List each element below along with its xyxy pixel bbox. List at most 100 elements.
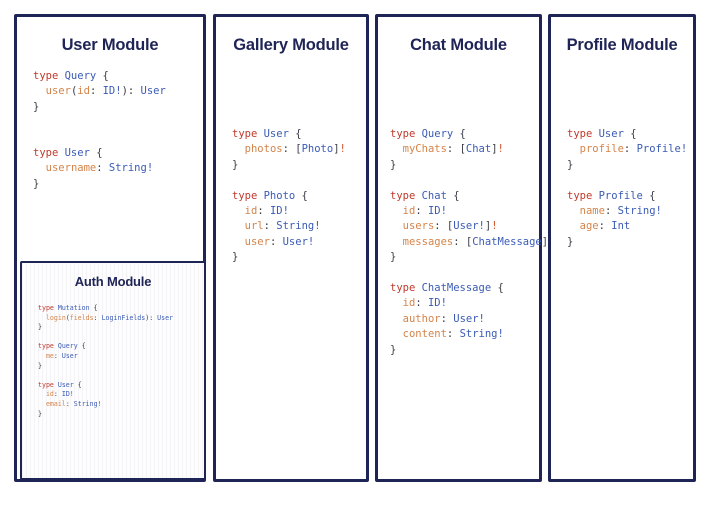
code-token: : — [623, 143, 637, 156]
code-token: age — [579, 220, 599, 233]
code-token: ] — [333, 143, 340, 156]
code-token: User — [57, 380, 74, 389]
code-token: : — [604, 205, 618, 218]
code-token: String! — [73, 399, 102, 408]
code-token: ID! — [102, 85, 122, 98]
code-token: type — [567, 128, 599, 140]
code-token — [232, 205, 245, 217]
code-token: type — [38, 304, 58, 312]
code-token: { — [89, 304, 98, 312]
code-line: type User { — [33, 146, 203, 161]
code-token: messages — [402, 235, 454, 248]
code-line: login(fields: LoginFields): User — [38, 314, 204, 324]
code-token: username — [45, 162, 97, 175]
code-token: { — [89, 147, 103, 159]
code-token: { — [642, 189, 656, 202]
code-token: type — [232, 189, 264, 202]
code-token: { — [295, 189, 308, 202]
code-token: users — [402, 220, 435, 233]
schema-code-profile: type User { profile: Profile!}type Profi… — [567, 127, 693, 250]
code-token: id — [45, 390, 54, 399]
code-token: : — [440, 312, 454, 325]
code-line: myChats: [Chat]! — [390, 142, 539, 157]
code-token: user — [45, 85, 71, 98]
code-line: id: ID! — [390, 204, 539, 219]
code-line: } — [38, 362, 204, 372]
code-token: ID! — [427, 297, 447, 310]
code-line: content: String! — [390, 327, 539, 342]
code-token: Photo — [263, 189, 296, 202]
code-token: Int — [611, 220, 631, 233]
code-blank-line — [390, 173, 539, 188]
code-token — [390, 297, 403, 309]
module-panel-user[interactable]: User Module type Query { user(id: ID!): … — [14, 14, 206, 482]
module-title-auth: Auth Module — [74, 274, 152, 289]
code-token: [ — [465, 235, 473, 248]
code-token: : — [598, 220, 612, 233]
code-token — [232, 143, 245, 155]
code-token: String! — [276, 220, 321, 233]
code-token — [390, 313, 403, 325]
code-token: } — [33, 177, 40, 190]
code-token: Query — [57, 342, 78, 351]
code-token — [232, 220, 245, 232]
code-token: Chat — [465, 143, 492, 156]
module-panel-gallery[interactable]: Gallery Module type User { photos: [Phot… — [213, 14, 369, 482]
schema-code-auth: type Mutation { login(fields: LoginField… — [38, 304, 204, 419]
code-line: author: User! — [390, 312, 539, 327]
code-token: : — [89, 85, 103, 98]
code-line: profile: Profile! — [567, 142, 693, 157]
code-token: LoginFields — [101, 313, 146, 322]
code-token: ChatMessage — [421, 282, 492, 295]
code-token: ): — [121, 85, 141, 98]
code-token — [567, 143, 580, 155]
code-token: profile — [579, 143, 624, 156]
code-token: ): — [145, 313, 158, 322]
code-token: ! — [491, 220, 498, 233]
code-line: } — [33, 177, 203, 192]
code-line: type Profile { — [567, 189, 693, 204]
code-token: type — [390, 282, 422, 295]
code-line: type User { — [38, 381, 204, 391]
code-blank-line — [232, 173, 366, 188]
code-token: String! — [108, 162, 154, 175]
code-blank-line — [567, 173, 693, 188]
module-panel-chat[interactable]: Chat Module type Query { myChats: [Chat]… — [375, 14, 554, 482]
code-token: } — [232, 251, 239, 264]
code-line: } — [33, 100, 203, 115]
module-panel-auth[interactable]: Auth Module type Mutation { login(fields… — [20, 261, 206, 480]
module-panel-profile[interactable]: Profile Module type User { profile: Prof… — [548, 14, 696, 482]
code-line: email: String! — [38, 400, 204, 410]
code-line: name: String! — [567, 204, 693, 219]
code-token: : — [257, 205, 270, 218]
module-title-profile: Profile Module — [566, 36, 678, 54]
code-token: : — [65, 399, 74, 408]
code-token: type — [38, 342, 58, 351]
code-token: type — [33, 147, 65, 159]
code-line: } — [390, 343, 539, 358]
code-token: myChats — [402, 143, 447, 156]
code-token: Photo — [301, 143, 334, 156]
code-token: } — [232, 158, 239, 171]
code-token: email — [45, 399, 66, 408]
code-token: { — [491, 282, 504, 295]
code-token: User — [263, 128, 289, 140]
code-token: [ — [295, 143, 302, 156]
code-token: : — [53, 390, 62, 399]
code-token: photos — [244, 143, 283, 156]
code-line: id: ID! — [390, 296, 539, 311]
code-token: ! — [497, 143, 504, 156]
code-line: type Query { — [33, 69, 203, 84]
code-token — [390, 220, 403, 232]
code-token: name — [579, 205, 605, 218]
code-token: : — [415, 205, 428, 218]
code-token: : — [53, 351, 62, 360]
code-token: { — [453, 128, 466, 140]
code-token — [33, 85, 46, 97]
code-token: String! — [617, 205, 662, 218]
code-token: type — [232, 128, 264, 140]
code-token: type — [38, 380, 58, 389]
code-token: ChatMessage — [472, 235, 542, 248]
code-token — [390, 205, 403, 217]
code-token: id — [244, 205, 258, 218]
